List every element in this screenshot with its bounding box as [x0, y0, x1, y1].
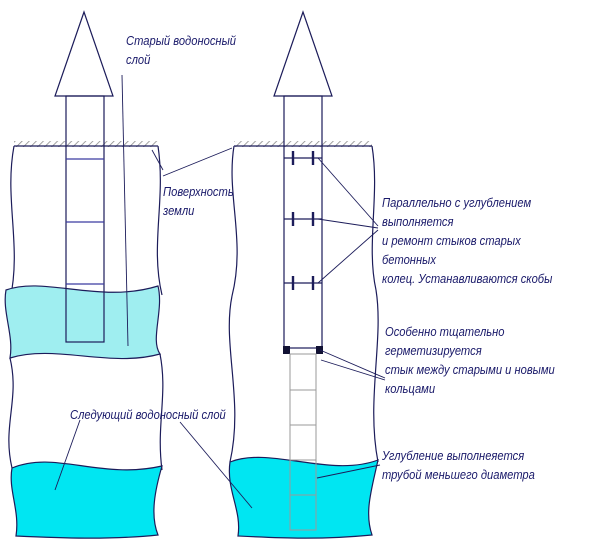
right-well-new-pipe: [289, 353, 317, 531]
right-well-old-pipe: [283, 95, 323, 349]
callout-seal-2: [320, 359, 386, 381]
callout-seal-1: [319, 349, 386, 379]
label-deepening: Углубление выполнеяется трубой меньшего …: [382, 448, 535, 482]
left-up-arrow: [54, 10, 114, 97]
callout-surface-right: [162, 147, 233, 177]
callout-staple-3: [317, 229, 379, 284]
callout-staple-1: [317, 157, 379, 227]
callout-lines: [54, 74, 386, 509]
left-ground-hatch: [14, 141, 158, 147]
callout-surface-left: [151, 149, 164, 171]
right-soil-column: [228, 141, 379, 539]
sealed-joint-left: [283, 346, 290, 354]
label-ground-surface: Поверхность земли: [163, 184, 234, 218]
callout-deepening: [316, 464, 381, 479]
left-well-pipe: [65, 95, 105, 343]
callout-staple-2: [317, 218, 379, 229]
left-soil-column: [4, 141, 164, 539]
right-well: [273, 10, 333, 531]
left-middle-soil: [8, 353, 164, 471]
callout-next-left: [54, 419, 81, 491]
callout-old-aquifer: [121, 74, 129, 347]
sealed-joint-right: [316, 346, 323, 354]
label-old-aquifer: Старый водоносный слой: [126, 33, 237, 67]
right-up-arrow: [273, 10, 333, 97]
left-upper-soil: [9, 145, 163, 301]
left-well: [54, 10, 114, 343]
right-middle-soil: [228, 289, 379, 463]
label-next-aquifer: Следующий водоносный слой: [70, 407, 226, 422]
ring-joint-staples: [284, 151, 322, 290]
right-upper-soil: [231, 145, 377, 297]
left-old-aquifer: [4, 285, 161, 360]
label-joint-sealing: Особенно тщательно герметизируется стык …: [385, 324, 555, 396]
right-ground-hatch: [234, 141, 372, 147]
left-next-aquifer: [10, 461, 163, 539]
callout-next-right: [179, 421, 253, 509]
right-next-aquifer: [228, 456, 379, 539]
label-parallel-repair: Параллельно с углублением выполняется и …: [382, 195, 553, 286]
